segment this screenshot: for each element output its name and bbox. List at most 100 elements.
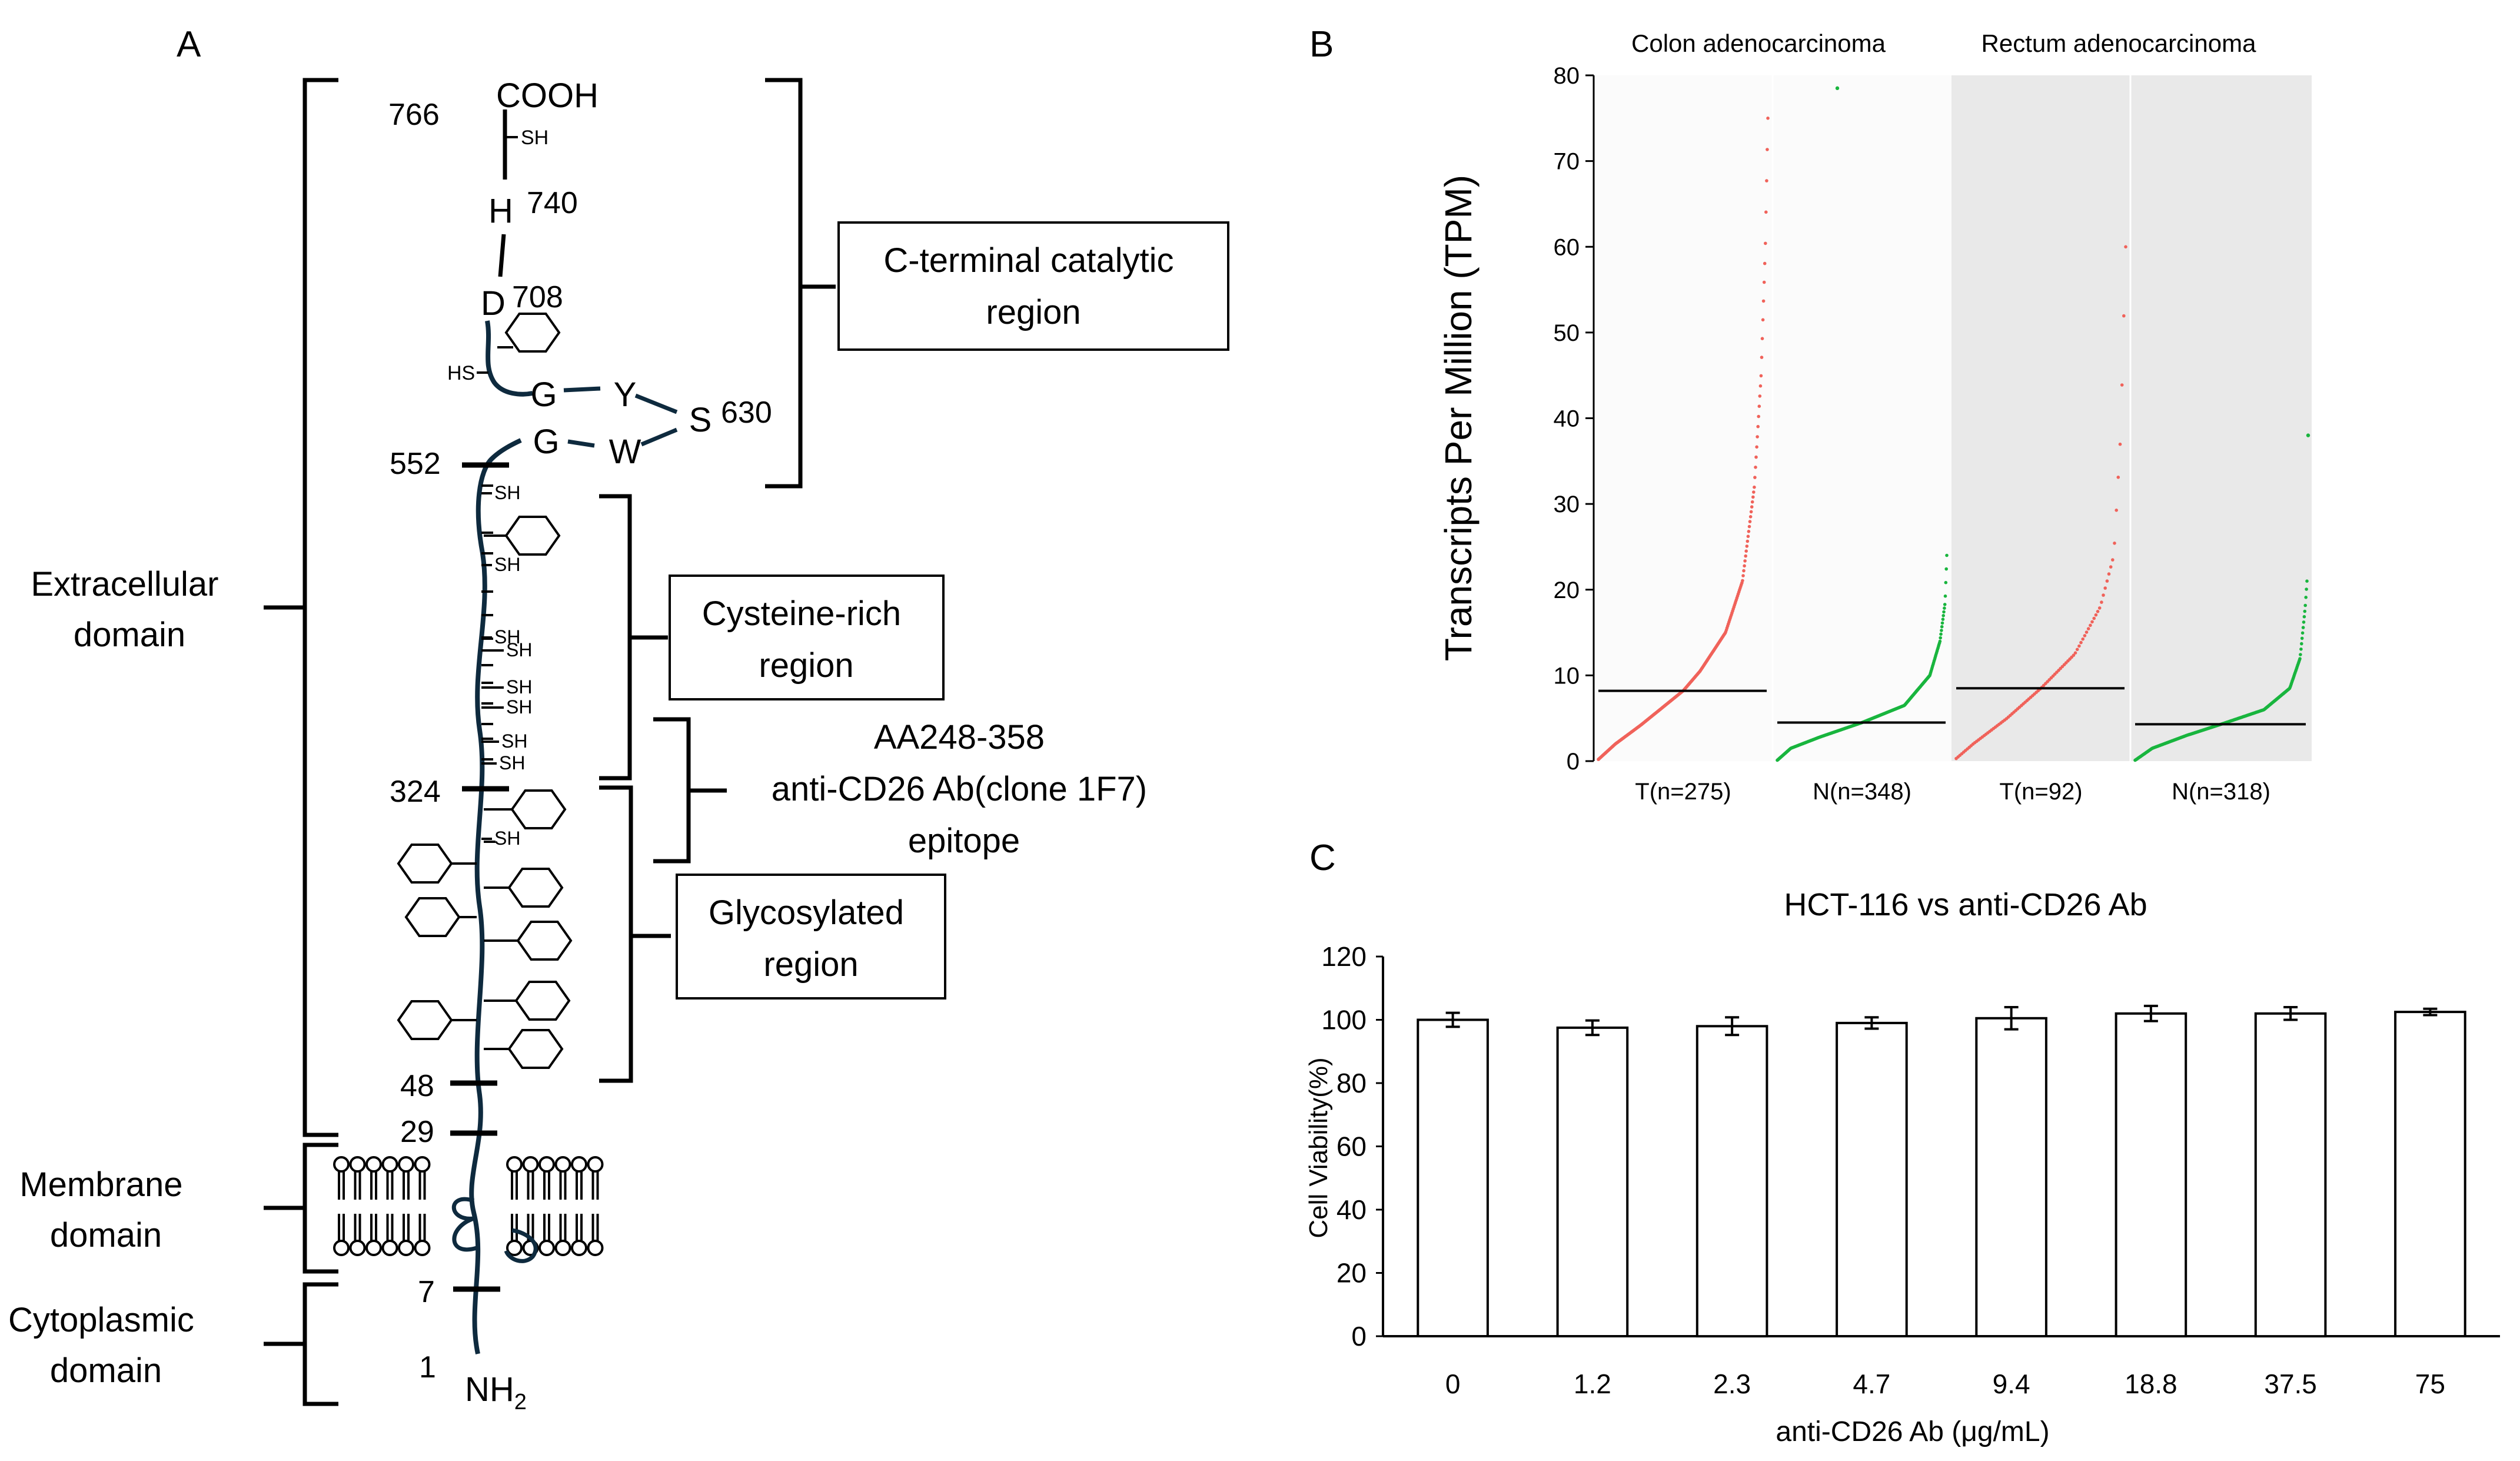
tpm-point	[2086, 627, 2090, 630]
tpm-point	[2299, 648, 2303, 651]
catalytic-region-label: C-terminal catalytic region	[883, 241, 1183, 331]
residue-w: W	[609, 433, 641, 471]
viability-bar	[2394, 1011, 2466, 1337]
tpm-tick-label: 40	[1554, 406, 1580, 432]
residue-g-upper: G	[530, 376, 557, 414]
lipid-head	[381, 1156, 398, 1173]
tpm-point	[1753, 476, 1757, 479]
position-48: 48	[400, 1069, 434, 1103]
panel-a-label: A	[177, 24, 201, 65]
tpm-point	[1758, 384, 1763, 388]
bond-y-s	[634, 393, 678, 414]
tpm-tick-label: 0	[1567, 749, 1580, 775]
tpm-point	[2300, 631, 2305, 635]
glycan-hexagon-icon	[507, 868, 564, 908]
lipid-head	[554, 1240, 571, 1256]
tpm-point	[2085, 630, 2089, 634]
catalytic-chain-lower	[485, 320, 533, 397]
tpm-point	[2118, 442, 2122, 446]
lipid-head	[398, 1240, 414, 1256]
tpm-point	[1763, 261, 1767, 265]
tpm-point	[1945, 553, 1949, 557]
protein-backbone	[469, 438, 522, 1354]
lipid-head	[571, 1156, 587, 1173]
tpm-point	[2094, 613, 2098, 617]
tpm-point	[1760, 337, 1764, 340]
tpm-outlier-point	[2306, 433, 2310, 437]
lipid-tail	[370, 1214, 377, 1241]
lipid-tail	[338, 1214, 345, 1241]
glycosylated-region-box	[676, 874, 946, 1000]
tpm-point	[1939, 632, 1943, 636]
tpm-point	[2096, 610, 2100, 613]
viability-tick-label: 40	[1337, 1194, 1367, 1225]
lipid-tail	[591, 1214, 599, 1241]
tpm-tick-label: 70	[1554, 149, 1580, 175]
tpm-point	[1942, 610, 1946, 614]
glycan-hexagon-icon	[397, 844, 453, 884]
viability-tick-label: 20	[1337, 1258, 1367, 1289]
tpm-point	[1755, 445, 1758, 449]
tpm-point	[2298, 657, 2302, 660]
position-708: 708	[512, 280, 563, 314]
sh-label: SH	[494, 554, 520, 575]
extracellular-domain-label: Extracellular domain	[31, 565, 228, 654]
tpm-point	[1746, 534, 1750, 538]
lipid-tail	[418, 1214, 426, 1241]
tpm-point	[1756, 435, 1759, 439]
position-766: 766	[388, 98, 440, 132]
glycan-hexagon-icon	[507, 1029, 564, 1069]
viability-bar	[1417, 1018, 1489, 1337]
tpm-point	[1765, 179, 1768, 182]
tpm-point	[1757, 404, 1761, 408]
tpm-point	[1759, 374, 1763, 378]
tpm-tick-label: 80	[1554, 63, 1580, 89]
tpm-point	[2103, 586, 2107, 590]
tpm-point	[2124, 245, 2127, 249]
lipid-head	[349, 1156, 366, 1173]
hs-catalytic: HS	[447, 362, 475, 384]
tpm-point	[2102, 593, 2105, 597]
group-label-rectum: Rectum adenocarcinoma	[1982, 29, 2257, 57]
tpm-point	[1762, 280, 1766, 284]
tpm-series-0	[1597, 117, 1770, 761]
tpm-point	[2301, 626, 2305, 629]
catalytic-residues: COOH H D G Y S W G	[481, 77, 712, 471]
viability-category-label: 4.7	[1853, 1369, 1890, 1399]
tpm-category-label: T(n=275)	[1635, 779, 1731, 805]
viability-tick-label: 80	[1337, 1068, 1367, 1098]
lipid-head	[365, 1156, 382, 1173]
sh-top: SH	[521, 127, 548, 149]
tpm-point	[1944, 567, 1948, 571]
tpm-medians	[1598, 687, 2306, 726]
lipid-head	[506, 1240, 523, 1256]
tpm-point	[1758, 394, 1762, 398]
glycan-hexagon-icon	[516, 921, 573, 961]
lipid-tail	[511, 1171, 518, 1200]
lipid-tail	[543, 1214, 550, 1241]
tpm-point	[1761, 318, 1765, 322]
tpm-point	[1748, 515, 1753, 519]
tpm-point	[2122, 314, 2126, 318]
tpm-category-labels: T(n=275)N(n=348)T(n=92)N(n=318)	[1635, 779, 2270, 805]
sh-label: SH	[501, 730, 527, 752]
lipid-head	[333, 1156, 350, 1173]
tpm-point	[1747, 530, 1751, 533]
sh-label: SH	[494, 482, 520, 503]
nh2-label: NH2	[465, 1370, 527, 1414]
tpm-point	[2299, 653, 2302, 656]
viability-bar	[1975, 1017, 2047, 1338]
tpm-tick-label: 30	[1554, 492, 1580, 517]
lipid-tail	[511, 1214, 518, 1241]
panel-c-label: C	[1309, 838, 1336, 878]
lipid-tail	[354, 1214, 361, 1241]
viability-tick-label: 60	[1337, 1131, 1367, 1162]
lipid-head	[587, 1240, 604, 1256]
lipid-head	[587, 1156, 604, 1173]
residue-d: D	[481, 284, 506, 323]
tpm-tick-label: 50	[1554, 320, 1580, 346]
tpm-point	[1754, 466, 1757, 469]
lipid-tail	[576, 1214, 583, 1241]
